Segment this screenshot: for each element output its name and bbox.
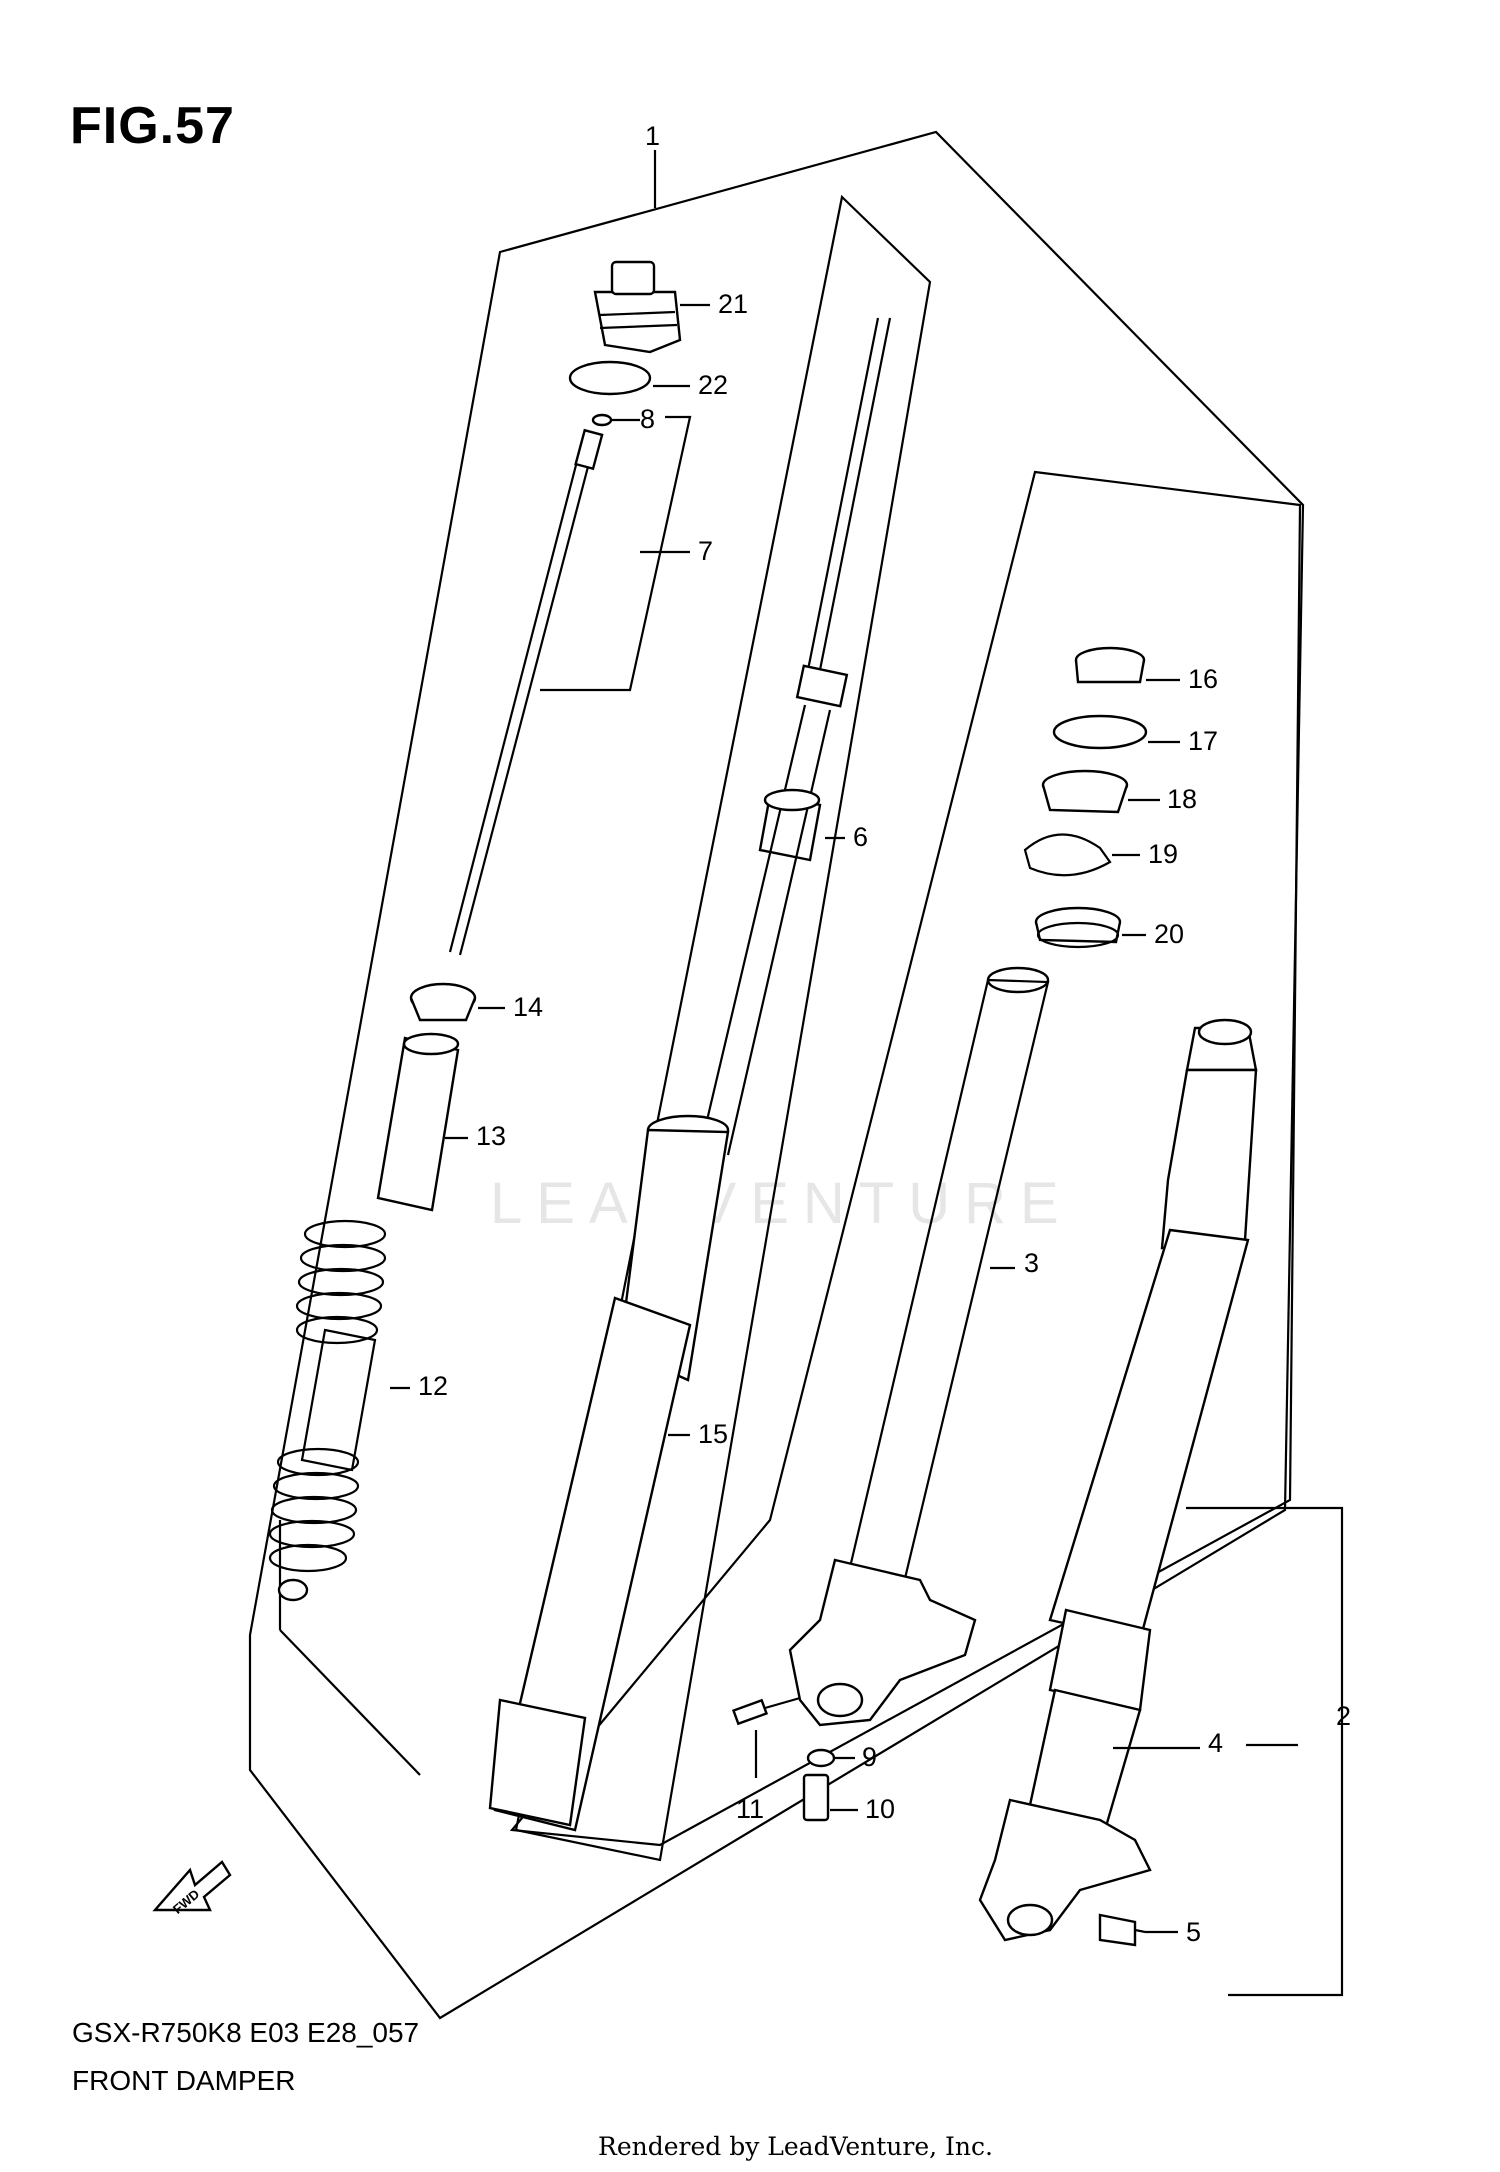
callout-3: 3 bbox=[1024, 1248, 1039, 1278]
inner-tube-outline bbox=[509, 470, 1302, 1847]
callout-9: 9 bbox=[862, 1742, 877, 1772]
spring-guide-line bbox=[279, 1629, 421, 1776]
gasket bbox=[806, 1748, 836, 1768]
credit-text: Rendered by LeadVenture, Inc. bbox=[598, 2132, 993, 2161]
bolt-11 bbox=[731, 1696, 801, 1726]
callout-22: 22 bbox=[698, 370, 728, 400]
front-fork-assembly bbox=[978, 1018, 1258, 1942]
callout-15: 15 bbox=[698, 1419, 728, 1449]
callout-17: 17 bbox=[1188, 726, 1218, 756]
oil-seal-stack bbox=[1023, 646, 1148, 949]
drain-bolt bbox=[802, 1773, 830, 1822]
leader-lines bbox=[390, 150, 1298, 1934]
callout-14: 14 bbox=[513, 992, 543, 1022]
o-ring bbox=[568, 360, 652, 396]
callout-8: 8 bbox=[640, 404, 655, 434]
outer-tube bbox=[488, 1114, 730, 1832]
spacer-tube bbox=[376, 1032, 460, 1212]
model-code: GSX-R750K8 E03 E28_057 bbox=[72, 2017, 420, 2048]
callout-13: 13 bbox=[476, 1121, 506, 1151]
callout-21: 21 bbox=[718, 289, 748, 319]
assembly-name: FRONT DAMPER bbox=[72, 2065, 296, 2096]
washer bbox=[591, 413, 613, 427]
callout-5: 5 bbox=[1186, 1917, 1201, 1947]
callout-4: 4 bbox=[1208, 1728, 1223, 1758]
callout-16: 16 bbox=[1188, 664, 1218, 694]
callout-11: 11 bbox=[736, 1794, 764, 1824]
callout-2: 2 bbox=[1336, 1701, 1351, 1731]
watermark-text: LEADVENTURE bbox=[490, 1171, 1073, 1236]
figure-label: FIG.57 bbox=[70, 97, 235, 155]
callout-1: 1 bbox=[645, 121, 660, 151]
callout-18: 18 bbox=[1167, 784, 1197, 814]
assembly-outlines bbox=[248, 130, 1344, 2020]
callout-19: 19 bbox=[1148, 839, 1178, 869]
damper-rod bbox=[448, 428, 604, 956]
callout-12: 12 bbox=[418, 1371, 448, 1401]
damper-cartridge bbox=[698, 317, 892, 1156]
callout-6: 6 bbox=[853, 822, 868, 852]
assembly-2-bracket bbox=[1186, 1506, 1344, 1997]
top-cap-bolt bbox=[593, 260, 682, 354]
damping-adjuster bbox=[1098, 1913, 1146, 1947]
fwd-arrow-icon bbox=[152, 1860, 232, 1912]
axle-holder-left bbox=[788, 1558, 977, 1727]
inner-rod-outline bbox=[514, 194, 932, 1862]
assembly-1-outline bbox=[248, 130, 1305, 2020]
callout-10: 10 bbox=[865, 1794, 895, 1824]
fork-spring bbox=[268, 1219, 387, 1602]
inner-tube bbox=[838, 966, 1050, 1621]
callout-7: 7 bbox=[698, 536, 713, 566]
callout-20: 20 bbox=[1154, 919, 1184, 949]
spring-seat bbox=[409, 982, 477, 1022]
callout-numbers: 1 2 3 4 5 6 7 8 9 10 11 12 13 14 15 16 1… bbox=[418, 121, 1351, 1947]
